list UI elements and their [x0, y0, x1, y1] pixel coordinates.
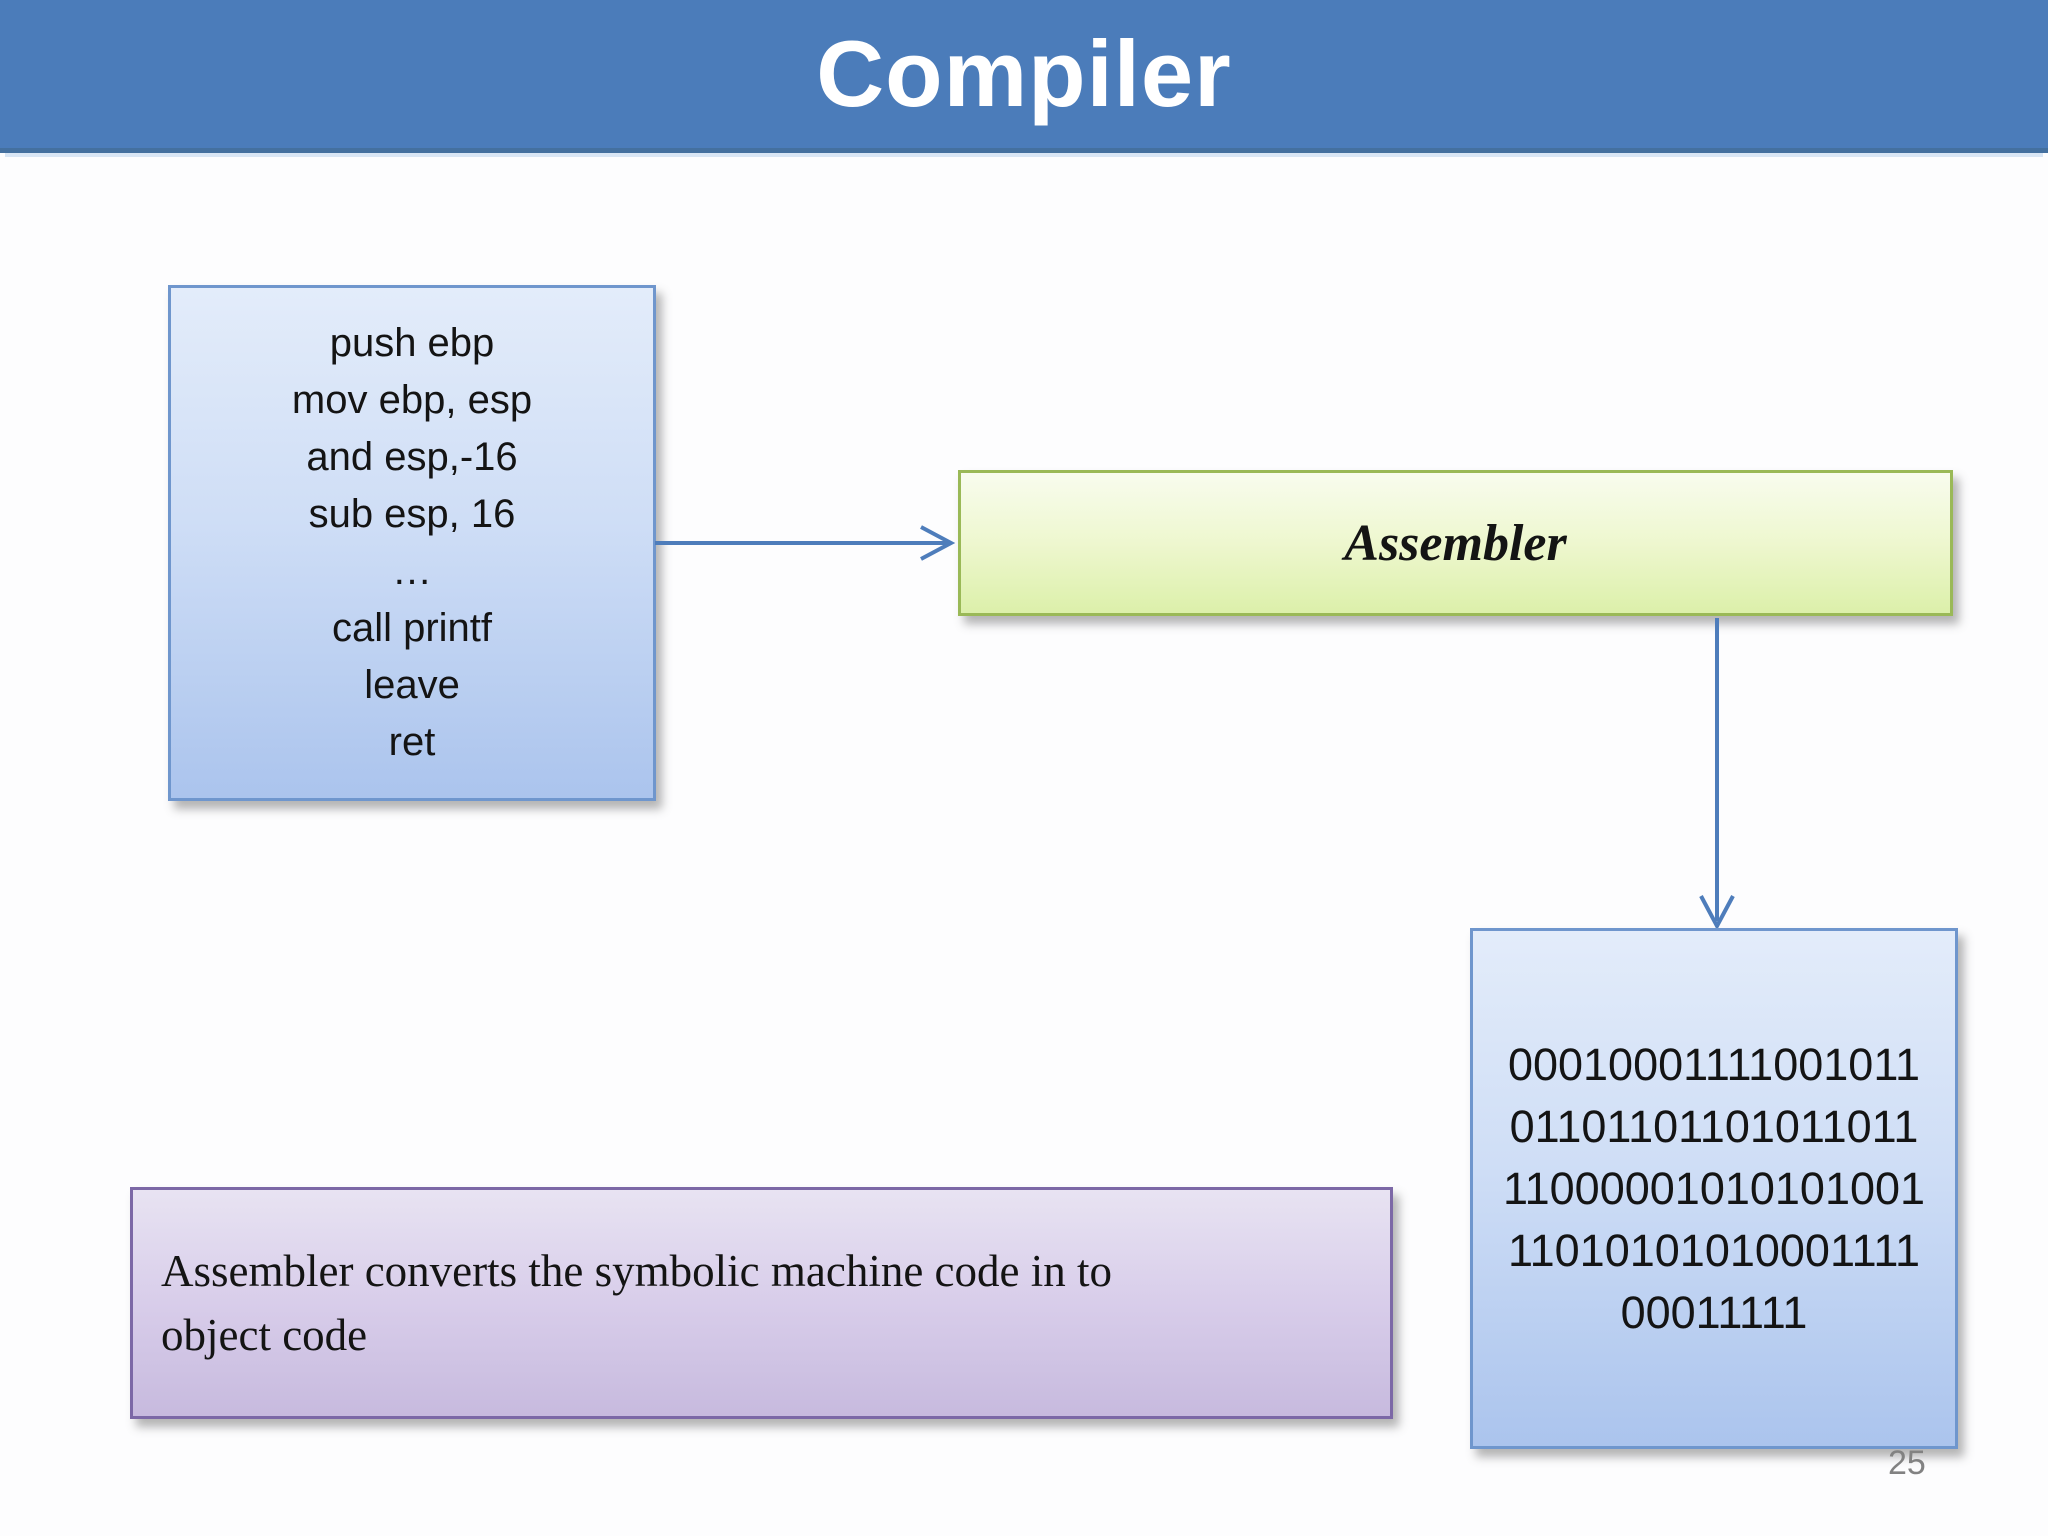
binary-line: 01101101101011011 [1509, 1100, 1919, 1152]
assembly-code-line: … [392, 549, 432, 593]
note-line: object code [161, 1310, 368, 1360]
arrow-down-icon [1699, 618, 1735, 931]
title-bar: Compiler [0, 0, 2048, 153]
assembler-box: Assembler [958, 470, 1953, 616]
arrow-right-icon [655, 525, 956, 561]
assembly-code-line: call printf [331, 606, 493, 650]
assembly-code-line: leave [364, 663, 460, 707]
assembly-code-line: mov ebp, esp [291, 378, 533, 422]
assembly-code-box: push ebp mov ebp, esp and esp,-16 sub es… [168, 285, 656, 801]
binary-line: 00011111 [1620, 1286, 1808, 1338]
assembly-code-line: sub esp, 16 [308, 492, 516, 536]
note-line: Assembler converts the symbolic machine … [161, 1246, 1112, 1296]
assembly-code-line: push ebp [329, 321, 495, 365]
assembly-code-line: ret [388, 720, 436, 764]
assembler-label: Assembler [1344, 514, 1567, 572]
assembly-code-line: and esp,-16 [306, 435, 518, 479]
binary-line: 11010101010001111 [1507, 1224, 1921, 1276]
note-box: Assembler converts the symbolic machine … [130, 1187, 1393, 1419]
object-code-box: 00010001111001011 01101101101011011 1100… [1470, 928, 1958, 1449]
page-number: 25 [1888, 1444, 1926, 1482]
binary-line: 00010001111001011 [1507, 1038, 1921, 1090]
slide-title: Compiler [816, 21, 1232, 126]
binary-line: 11000001010101001 [1502, 1162, 1926, 1214]
